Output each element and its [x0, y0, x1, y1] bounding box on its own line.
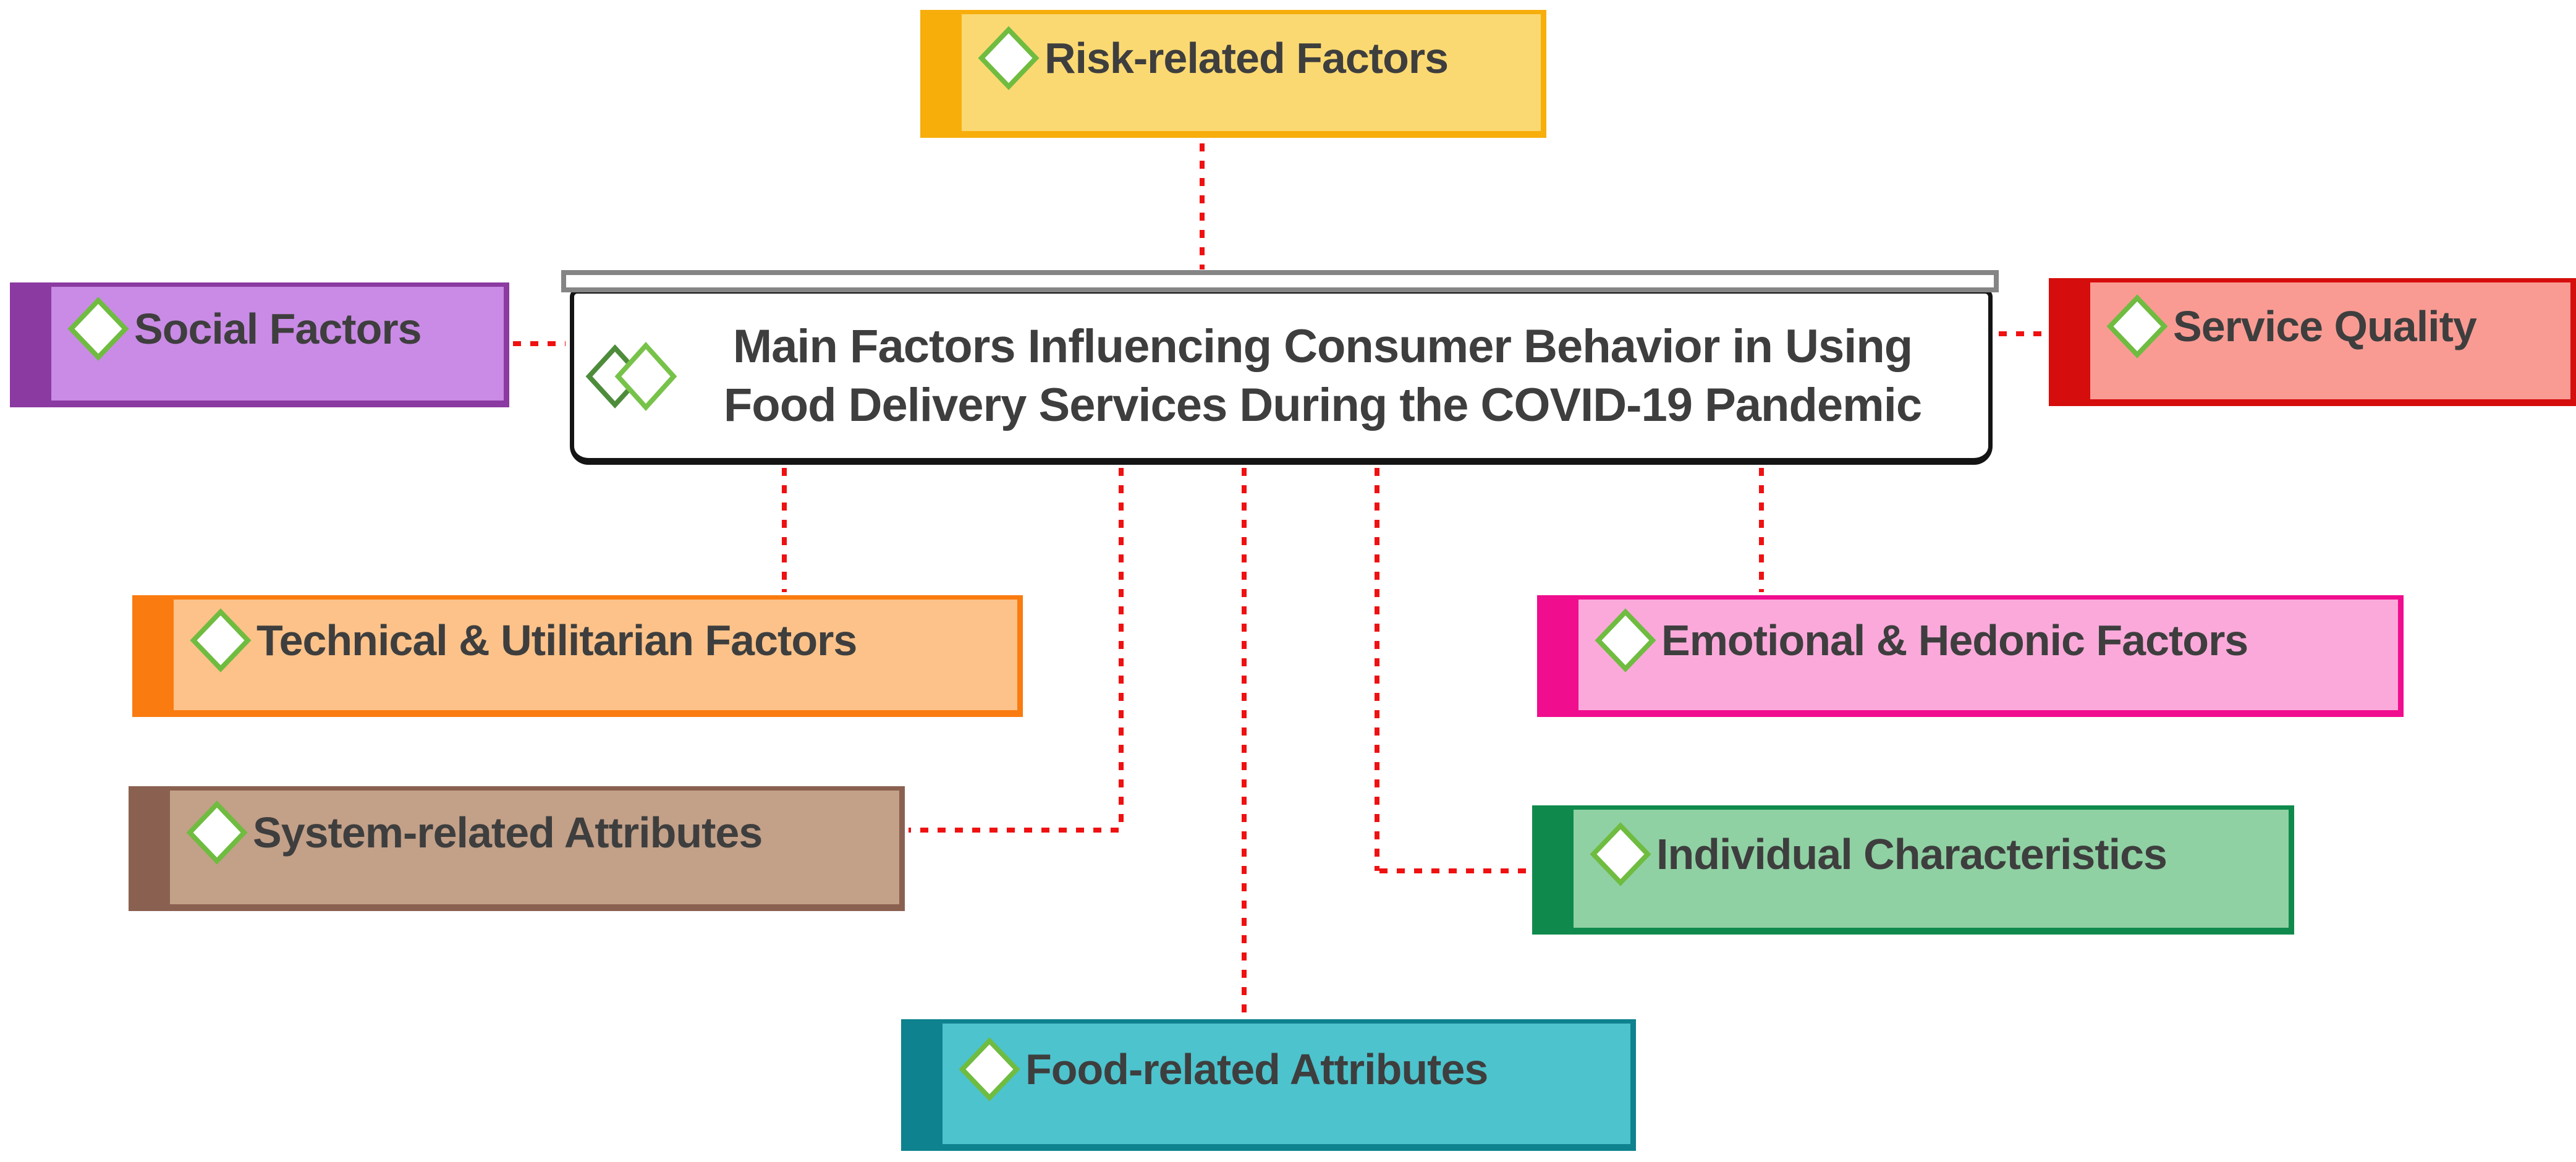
node-social-factors[interactable]: Social Factors — [10, 282, 509, 407]
node-individual-characteristics[interactable]: Individual Characteristics — [1532, 805, 2294, 935]
node-body: Service Quality — [2090, 282, 2570, 399]
node-body: Emotional & Hedonic Factors — [1578, 600, 2398, 710]
main-topic-content: Main Factors Influencing Consumer Behavi… — [574, 317, 1988, 435]
node-emotional-hedonic-factors[interactable]: Emotional & Hedonic Factors — [1537, 595, 2404, 717]
node-system-related-attributes[interactable]: System-related Attributes — [129, 786, 905, 911]
diamond-icon — [1590, 821, 1651, 886]
node-body: Individual Characteristics — [1574, 810, 2289, 928]
node-label: Technical & Utilitarian Factors — [256, 616, 857, 664]
node-technical-utilitarian-factors[interactable]: Technical & Utilitarian Factors — [132, 595, 1023, 717]
node-label: Service Quality — [2173, 302, 2477, 350]
node-risk-related-factors[interactable]: Risk-related Factors — [920, 10, 1546, 138]
node-body: Technical & Utilitarian Factors — [174, 600, 1017, 710]
node-label: Social Factors — [134, 305, 422, 353]
node-label: Food-related Attributes — [1025, 1045, 1488, 1093]
diamond-icon — [978, 25, 1040, 90]
node-body: Risk-related Factors — [962, 14, 1541, 131]
node-body: System-related Attributes — [170, 791, 899, 904]
node-label: Risk-related Factors — [1044, 33, 1449, 82]
diamond-icon — [959, 1037, 1020, 1101]
node-label: System-related Attributes — [253, 808, 763, 857]
diamond-icon — [1595, 608, 1656, 672]
main-topic-node[interactable]: Main Factors Influencing Consumer Behavi… — [570, 289, 1993, 465]
diamond-icon — [67, 297, 129, 361]
main-topic-title: Main Factors Influencing Consumer Behavi… — [678, 317, 1967, 435]
diamond-icon — [190, 608, 252, 672]
main-topic-top-bar — [561, 270, 1999, 292]
diamond-icon — [186, 800, 248, 865]
main-topic-title-line1: Main Factors Influencing Consumer Behavi… — [732, 320, 1913, 373]
diamond-icon — [2106, 294, 2168, 358]
node-label: Individual Characteristics — [1656, 829, 2167, 878]
double-diamond-icon — [585, 341, 677, 411]
main-topic-title-line2: Food Delivery Services During the COVID-… — [723, 379, 1922, 431]
node-label: Emotional & Hedonic Factors — [1661, 616, 2248, 664]
node-service-quality[interactable]: Service Quality — [2049, 278, 2576, 406]
node-body: Food-related Attributes — [943, 1024, 1630, 1144]
node-body: Social Factors — [51, 287, 504, 401]
node-food-related-attributes[interactable]: Food-related Attributes — [901, 1019, 1636, 1151]
